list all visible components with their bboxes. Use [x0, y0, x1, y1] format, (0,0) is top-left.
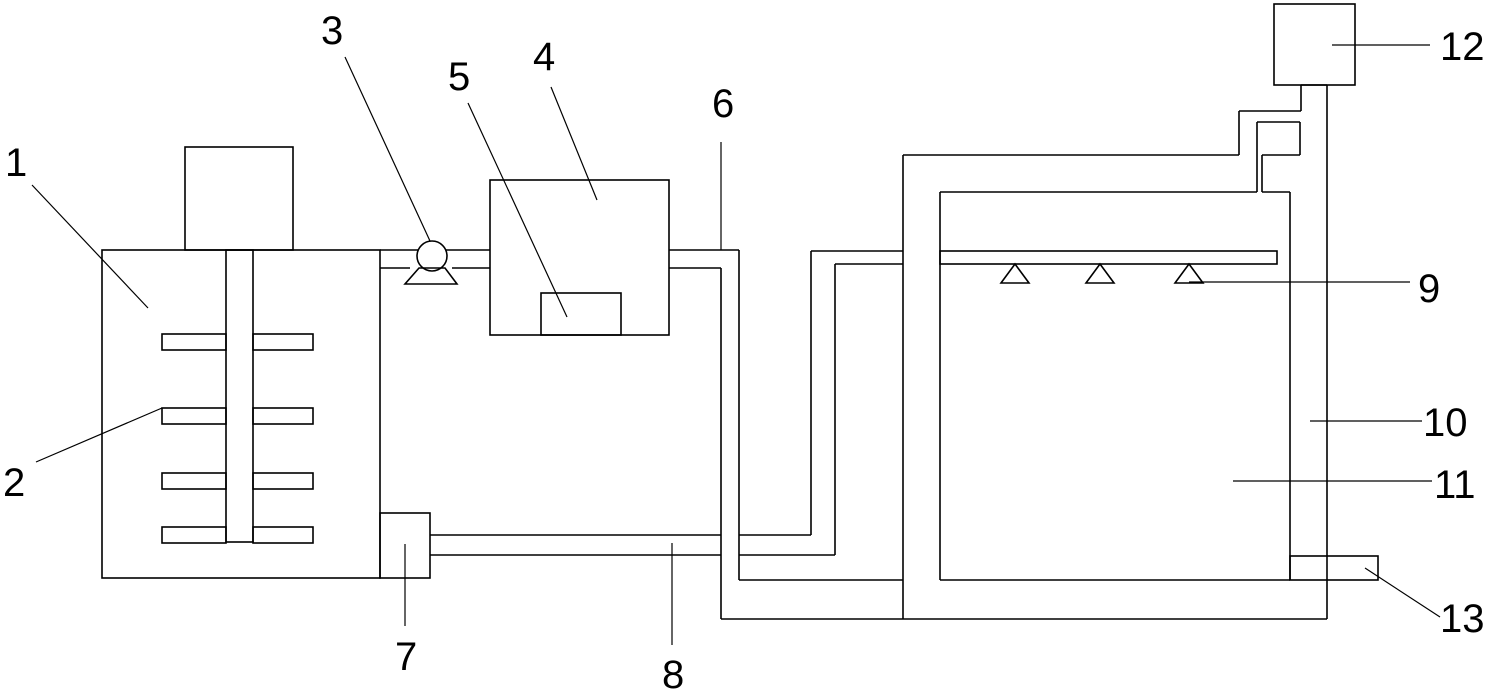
label-2: 2: [3, 461, 25, 505]
label-5: 5: [448, 55, 470, 99]
drain-outlet: [1289, 555, 1379, 581]
label-4: 4: [533, 35, 555, 79]
label-8: 8: [662, 653, 684, 694]
pipe-6: [669, 249, 1327, 620]
mixing-tank: [101, 146, 381, 579]
label-1: 1: [5, 141, 27, 185]
pipe-8: [430, 250, 903, 556]
label-12: 12: [1440, 25, 1485, 69]
feed-pipe: [380, 249, 490, 269]
label-10: 10: [1423, 401, 1468, 445]
pump: [403, 240, 459, 285]
label-9: 9: [1418, 267, 1440, 311]
part-labels: 1 2 3 4 5 6 7 8 9 10 11 12 13: [3, 9, 1485, 694]
label-11: 11: [1434, 463, 1476, 507]
spray-bar: [939, 250, 1278, 284]
inner-unit: [540, 292, 622, 336]
label-3: 3: [321, 9, 343, 53]
stirrer-motor: [184, 146, 294, 251]
label-6: 6: [712, 82, 734, 126]
label-7: 7: [395, 635, 417, 679]
treatment-box: [489, 179, 670, 336]
leader-lines: [31, 44, 1441, 645]
label-13: 13: [1440, 597, 1485, 641]
stirrer-blades: [161, 333, 314, 544]
reactor-vessel: [902, 84, 1328, 619]
stirrer-shaft: [225, 249, 254, 543]
